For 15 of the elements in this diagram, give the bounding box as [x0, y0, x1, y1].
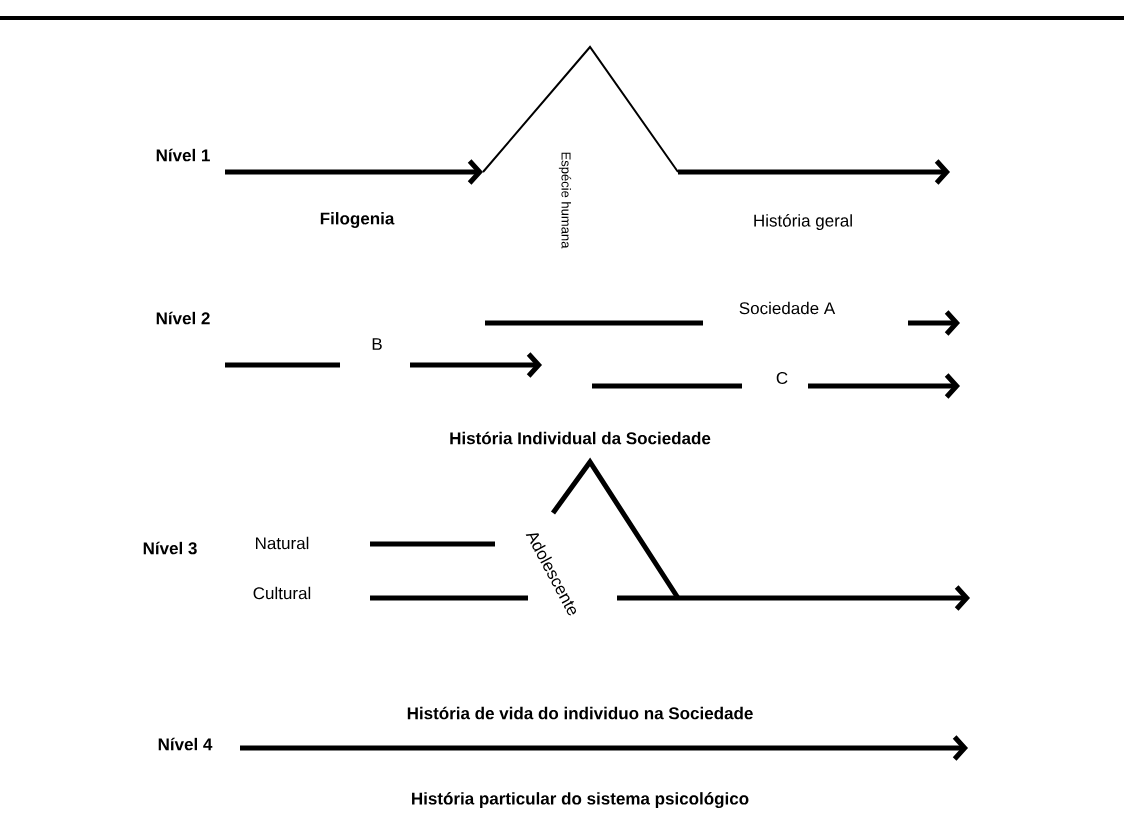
text-label: História particular do sistema psicológico — [412, 791, 749, 809]
text-label: Nível 1 — [156, 148, 210, 162]
text-label: História geral — [754, 214, 852, 231]
text-label: B — [372, 338, 382, 350]
text-label: Sociedade A — [739, 301, 836, 315]
text-label: História Individual da Sociedade — [450, 431, 711, 445]
text-label: C — [776, 372, 788, 385]
text-label: Cultural — [253, 586, 311, 600]
text-label: Espécie humana — [558, 152, 572, 249]
text-label: História de vida do individuo na Sociedade — [407, 706, 753, 720]
text-label: Natural — [256, 536, 309, 550]
text-label: Nível 3 — [143, 541, 197, 555]
text-label: Filogenia — [320, 212, 395, 228]
text-label: Nível 2 — [156, 311, 210, 325]
text-label: Nível 4 — [158, 737, 213, 751]
